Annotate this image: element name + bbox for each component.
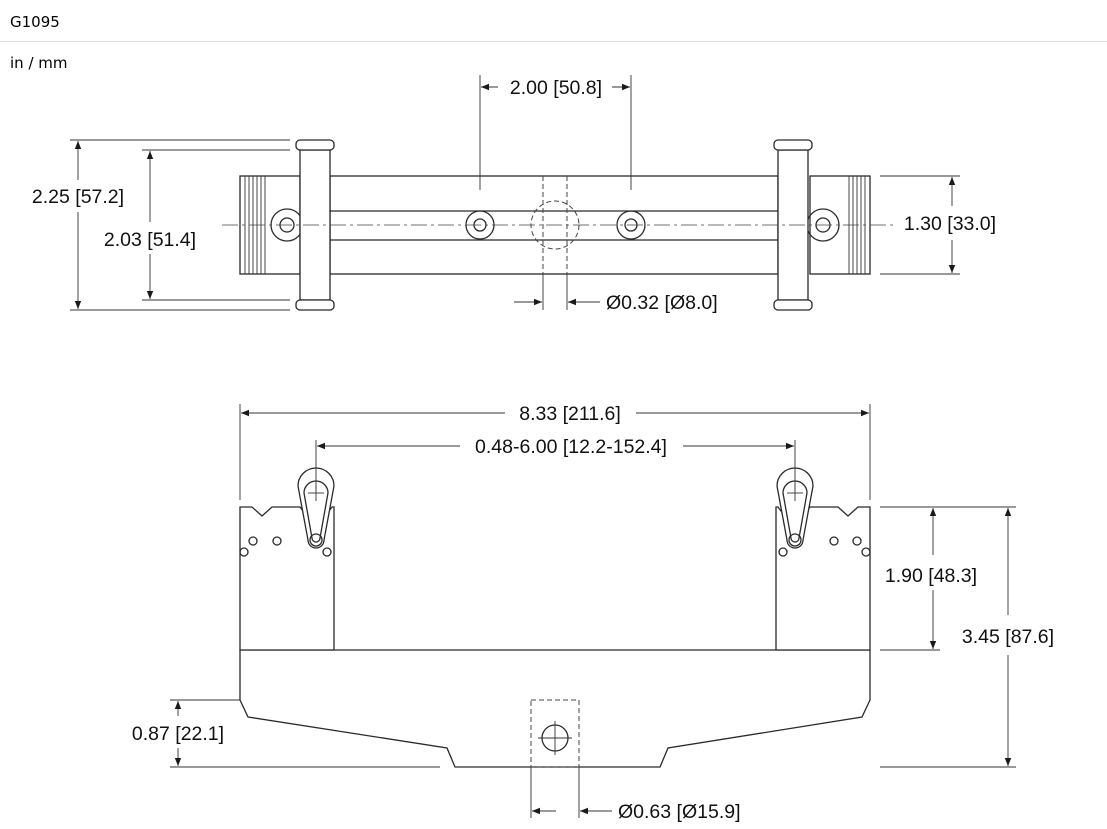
dim-end-height: 1.30 [33.0] [880, 175, 996, 275]
dim-hole-diameter: Ø0.32 [Ø8.0] [514, 274, 718, 314]
dim-hole-diameter-label: Ø0.32 [Ø8.0] [606, 292, 718, 314]
dim-overall-width-label: 8.33 [211.6] [519, 403, 621, 425]
right-latch [776, 467, 814, 549]
drawing-title: G1095 [10, 13, 60, 31]
dim-adjust-range-label: 0.48-6.00 [12.2-152.4] [475, 436, 667, 458]
dim-total-height-label: 3.45 [87.6] [962, 626, 1054, 648]
base-body [239, 649, 871, 768]
units-label: in / mm [10, 54, 68, 72]
dim-upper-height-label: 1.90 [48.3] [885, 565, 977, 587]
dim-inner-height-label: 2.03 [51.4] [104, 229, 196, 251]
dim-adjust-range: 0.48-6.00 [12.2-152.4] [315, 436, 796, 490]
dim-total-height: 3.45 [87.6] [880, 506, 1054, 768]
dim-base-hole: Ø0.63 [Ø15.9] [530, 767, 741, 823]
base-mount-hole [530, 699, 580, 768]
dim-hole-spacing: 2.00 [50.8] [479, 75, 632, 190]
front-view: 8.33 [211.6] 0.48-6.00 [12.2-152.4] 1.90… [132, 403, 1054, 823]
dim-base-height-label: 0.87 [22.1] [132, 723, 224, 745]
dim-base-height: 0.87 [22.1] [132, 699, 440, 768]
dim-end-height-label: 1.30 [33.0] [904, 213, 996, 235]
dim-hole-spacing-label: 2.00 [50.8] [510, 77, 602, 99]
right-end-fitting [806, 175, 871, 275]
left-latch [297, 467, 335, 549]
dim-overall-height-label: 2.25 [57.2] [32, 186, 124, 208]
dim-base-hole-label: Ø0.63 [Ø15.9] [618, 801, 741, 823]
header-bar: G1095 [0, 0, 1107, 42]
dim-upper-height: 1.90 [48.3] [880, 506, 977, 651]
dim-overall-width: 8.33 [211.6] [239, 403, 871, 500]
dim-inner-height: 2.03 [51.4] [104, 149, 290, 301]
top-view: 2.00 [50.8] 2.25 [57.2] 2.03 [51.4] 1.30… [32, 75, 996, 314]
dim-overall-height: 2.25 [57.2] [32, 139, 290, 311]
